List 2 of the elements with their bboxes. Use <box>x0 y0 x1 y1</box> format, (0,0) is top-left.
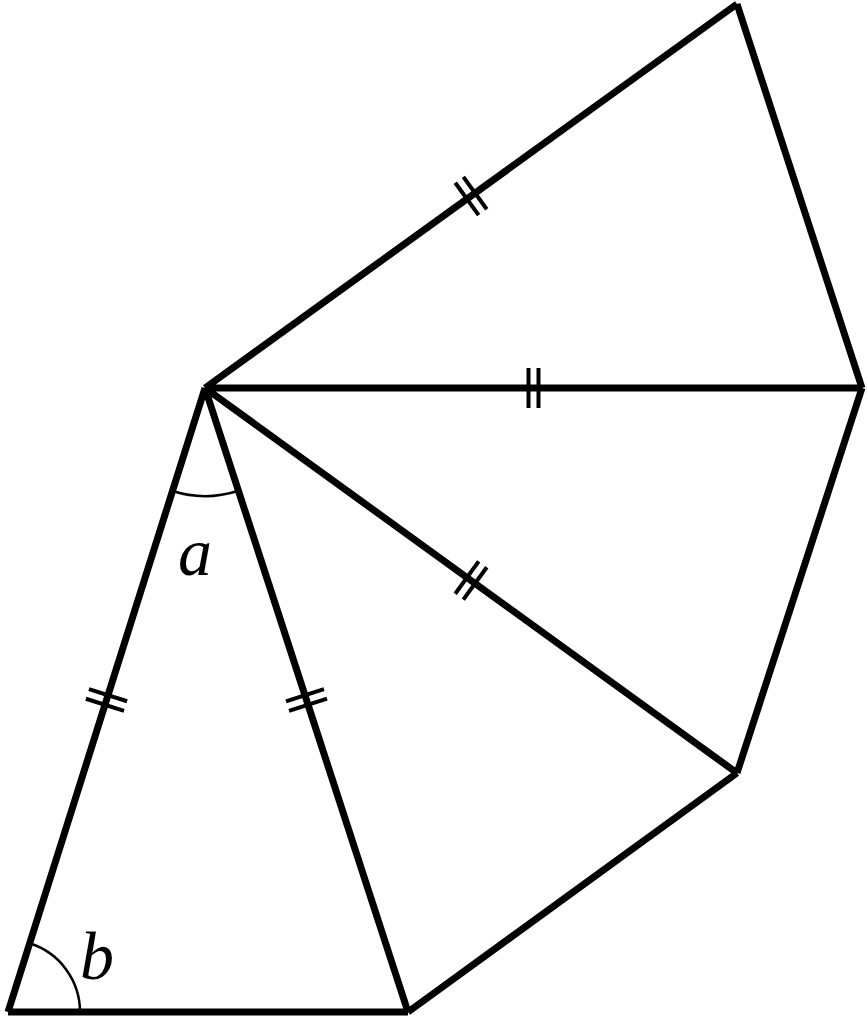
angle-label: a <box>178 518 212 586</box>
angle-label: b <box>80 922 114 990</box>
